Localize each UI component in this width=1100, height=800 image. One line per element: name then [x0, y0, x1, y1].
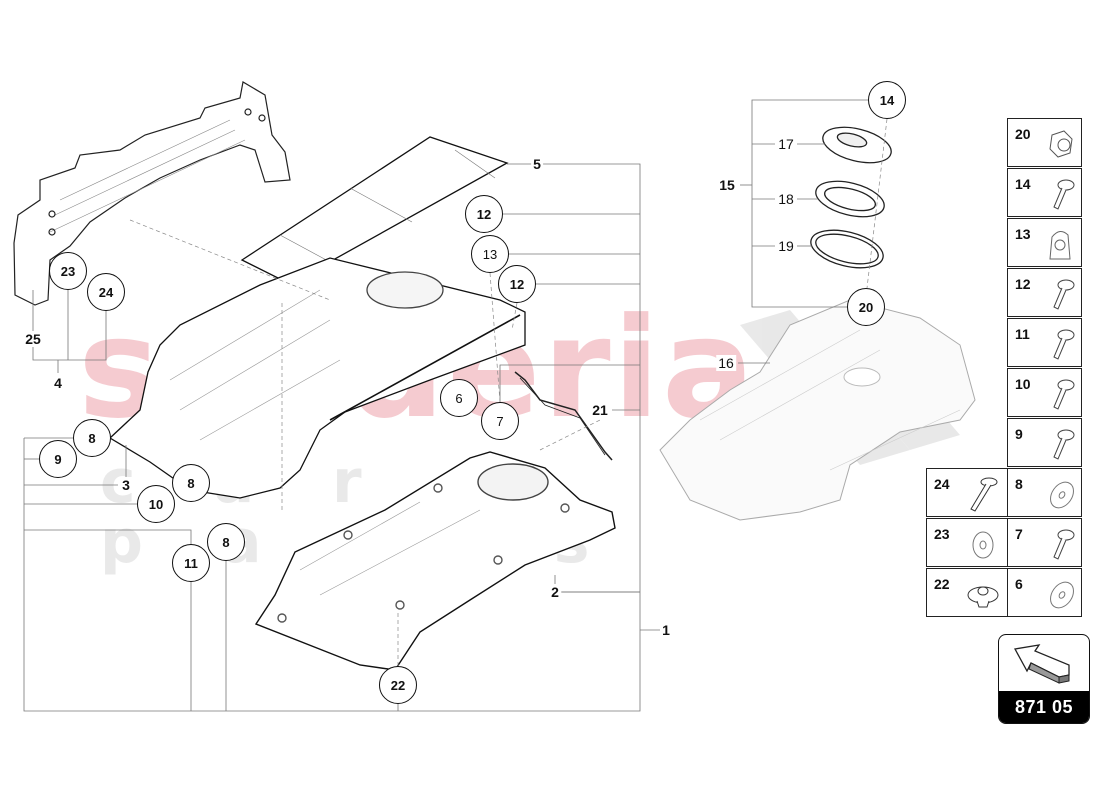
legend-item-7[interactable]: 7 — [1007, 518, 1082, 567]
label-1[interactable]: 1 — [660, 622, 672, 638]
flange-bolt-icon — [1053, 329, 1075, 360]
callout-20[interactable]: 20 — [847, 288, 885, 326]
rear-bulkhead-part-4 — [13, 81, 291, 306]
callout-12[interactable]: 12 — [465, 195, 503, 233]
label-16[interactable]: 16 — [716, 355, 736, 371]
legend-item-9[interactable]: 9 — [1007, 418, 1082, 467]
callout-7[interactable]: 7 — [481, 402, 519, 440]
page-reference-box[interactable]: 871 05 — [998, 634, 1090, 724]
upper-trim-panel-part-3 — [108, 257, 526, 499]
legend-number: 13 — [1015, 226, 1031, 242]
thick-washer-icon — [972, 531, 994, 559]
legend-item-8[interactable]: 8 — [1007, 468, 1082, 517]
label-4[interactable]: 4 — [52, 375, 64, 391]
label-21[interactable]: 21 — [590, 402, 610, 418]
legend-item-13[interactable]: 13 — [1007, 218, 1082, 267]
gasket-stack — [810, 126, 892, 269]
callout-9[interactable]: 9 — [39, 440, 77, 478]
view-direction-arrow-icon — [1013, 644, 1070, 684]
legend-item-23[interactable]: 23 — [926, 518, 1008, 567]
legend-number: 20 — [1015, 126, 1031, 142]
label-25[interactable]: 25 — [23, 331, 43, 347]
callout-8[interactable]: 8 — [73, 419, 111, 457]
long-bolt-icon — [970, 477, 998, 512]
legend-item-20[interactable]: 20 — [1007, 118, 1082, 167]
lower-trim-panel-part-2 — [254, 451, 616, 671]
legend-number: 9 — [1015, 426, 1023, 442]
label-5[interactable]: 5 — [531, 156, 543, 172]
page-code: 871 05 — [999, 691, 1089, 723]
legend-number: 23 — [934, 526, 950, 542]
legend-number: 24 — [934, 476, 950, 492]
legend-number: 22 — [934, 576, 950, 592]
callout-6[interactable]: 6 — [440, 379, 478, 417]
label-3[interactable]: 3 — [120, 477, 132, 493]
callout-22[interactable]: 22 — [379, 666, 417, 704]
callout-8[interactable]: 8 — [207, 523, 245, 561]
legend-number: 10 — [1015, 376, 1031, 392]
flange-bolt-icon — [1053, 429, 1075, 460]
callout-12[interactable]: 12 — [498, 265, 536, 303]
flat-washer-icon — [1050, 581, 1074, 609]
label-17[interactable]: 17 — [776, 136, 796, 152]
legend-item-6[interactable]: 6 — [1007, 568, 1082, 617]
callout-8[interactable]: 8 — [172, 464, 210, 502]
label-2[interactable]: 2 — [549, 584, 561, 600]
flange-bolt-icon — [1053, 529, 1075, 560]
flange-bolt-icon — [1053, 379, 1075, 410]
callout-10[interactable]: 10 — [137, 485, 175, 523]
push-clip-icon — [967, 586, 999, 608]
flange-bolt-icon — [1053, 279, 1075, 310]
legend-item-12[interactable]: 12 — [1007, 268, 1082, 317]
label-15[interactable]: 15 — [717, 177, 737, 193]
legend-number: 11 — [1015, 326, 1030, 342]
legend-item-10[interactable]: 10 — [1007, 368, 1082, 417]
callout-13[interactable]: 13 — [471, 235, 509, 273]
callout-14[interactable]: 14 — [868, 81, 906, 119]
callout-23[interactable]: 23 — [49, 252, 87, 290]
flange-nut-icon — [1049, 130, 1073, 158]
bracket-rod-part-21 — [514, 371, 613, 461]
legend-item-24[interactable]: 24 — [926, 468, 1008, 517]
label-19[interactable]: 19 — [776, 238, 796, 254]
legend-item-22[interactable]: 22 — [926, 568, 1008, 617]
legend-item-11[interactable]: 11 — [1007, 318, 1082, 367]
parcel-shelf-part-5 — [240, 136, 509, 285]
flat-washer-icon — [1050, 481, 1074, 509]
legend-number: 8 — [1015, 476, 1023, 492]
callout-11[interactable]: 11 — [172, 544, 210, 582]
legend-number: 12 — [1015, 276, 1031, 292]
tab-washer-icon — [1049, 231, 1071, 260]
callout-24[interactable]: 24 — [87, 273, 125, 311]
legend-number: 14 — [1015, 176, 1031, 192]
legend-item-14[interactable]: 14 — [1007, 168, 1082, 217]
legend-number: 7 — [1015, 526, 1023, 542]
rear-frame-part-16 — [659, 299, 976, 521]
dashed-guides — [129, 118, 888, 666]
flange-bolt-icon — [1053, 179, 1075, 210]
label-18[interactable]: 18 — [776, 191, 796, 207]
leader-lines — [23, 99, 868, 712]
legend-number: 6 — [1015, 576, 1023, 592]
